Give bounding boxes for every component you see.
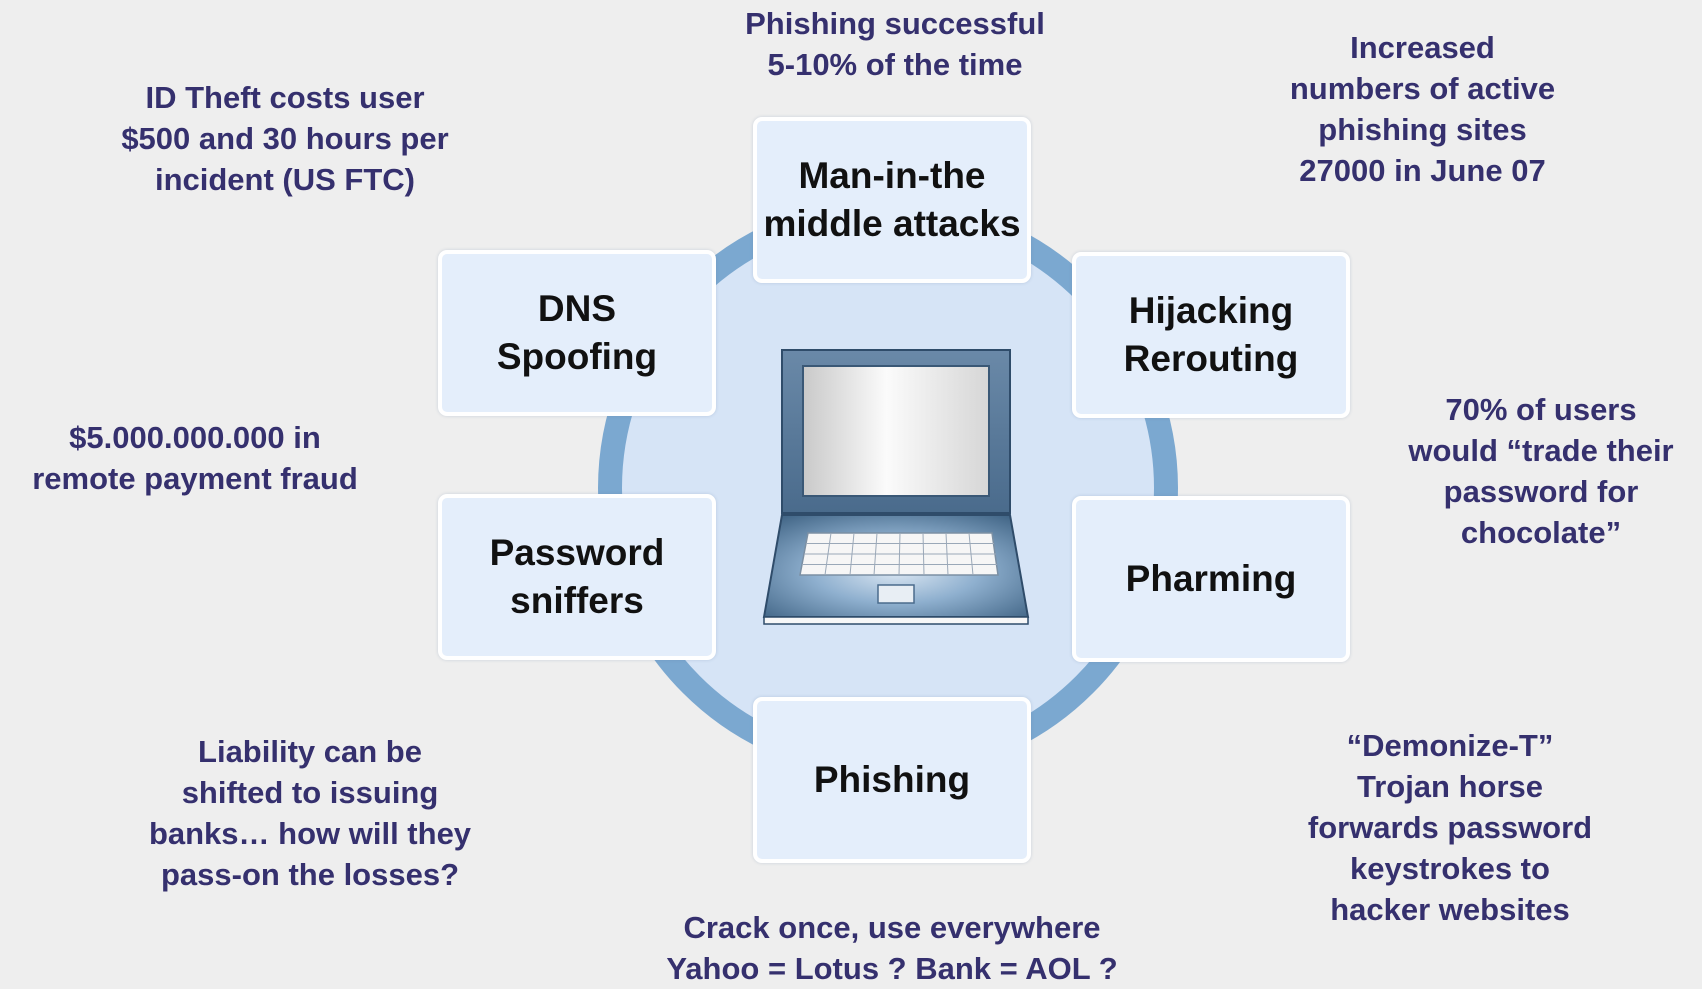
node-dns-spoofing: DNS Spoofing [438, 250, 716, 416]
note-users-trade-password: 70% of users would “trade their password… [1408, 392, 1674, 550]
note-phishing-success-rate: Phishing successful 5-10% of the time [745, 6, 1045, 82]
note-remote-payment-fraud: $5.000.000.000 in remote payment fraud [32, 420, 358, 496]
note-crack-once: Crack once, use everywhere Yahoo = Lotus… [666, 910, 1118, 986]
note-demonize-trojan: “Demonize-T” Trojan horse forwards passw… [1307, 728, 1593, 927]
node-hijacking-rerouting: Hijacking Rerouting [1072, 252, 1350, 418]
node-phishing: Phishing [753, 697, 1031, 863]
node-man-in-the-middle: Man-in-the middle attacks [753, 117, 1031, 283]
laptop-icon [762, 349, 1030, 625]
note-liability: Liability can be shifted to issuing bank… [148, 734, 472, 892]
note-id-theft-cost: ID Theft costs user $500 and 30 hours pe… [121, 80, 449, 197]
node-pharming: Pharming [1072, 496, 1350, 662]
note-active-phishing-sites: Increased numbers of active phishing sit… [1289, 30, 1556, 188]
node-password-sniffers: Password sniffers [438, 494, 716, 660]
